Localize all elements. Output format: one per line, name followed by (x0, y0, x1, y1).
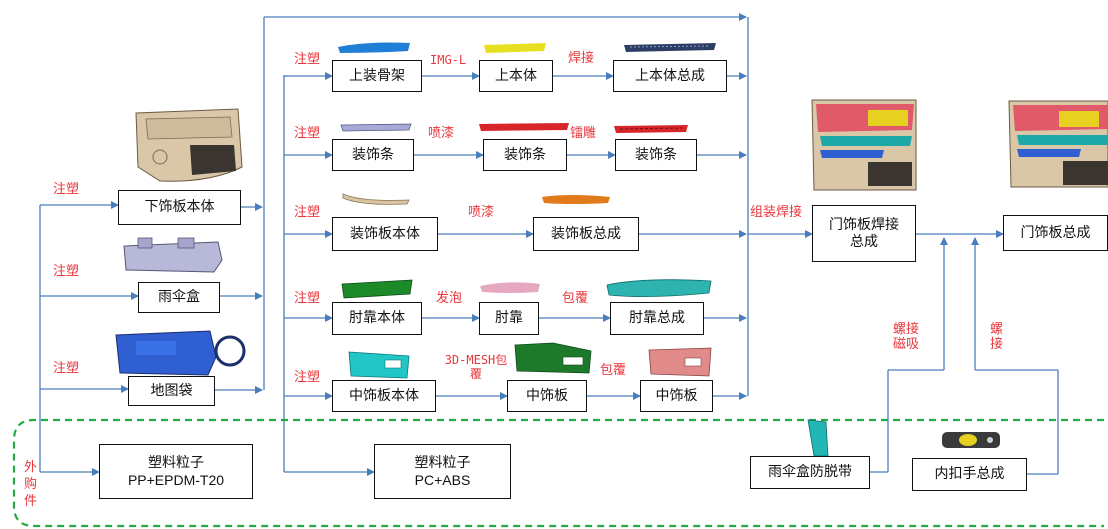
door-panel-weld-assembly-line1: 门饰板焊接 (829, 217, 899, 234)
upper-frame-box: 上装骨架 (332, 60, 422, 92)
label-outsourced: 外 购 件 (24, 460, 37, 511)
trim-panel-assembly-part-image (542, 195, 610, 204)
label-injection-umbrella: 注塑 (53, 264, 80, 279)
label-injection-armrest: 注塑 (294, 291, 321, 306)
armrest-body-box: 肘靠本体 (332, 302, 422, 335)
label-foaming: 发泡 (436, 291, 463, 306)
label-screw-magnet-line1: 螺接 (893, 322, 920, 337)
outsourced-region-border (12, 418, 1104, 528)
label-injection-upper: 注塑 (294, 52, 321, 67)
label-injection-strip: 注塑 (294, 126, 321, 141)
label-injection-middle: 注塑 (294, 370, 321, 385)
trim-strip-box: 装饰条 (332, 139, 414, 171)
middle-panel-covered-part-image (648, 347, 712, 377)
trim-strip-painted-box: 装饰条 (483, 139, 567, 171)
map-pocket-part-image (115, 330, 246, 376)
door-panel-assembly-part-image (1008, 100, 1108, 188)
label-outsourced-line1: 外 (24, 460, 38, 475)
label-outsourced-line3: 件 (24, 493, 38, 509)
handle-assembly-part-image (942, 432, 1000, 448)
armrest-body-part-image (341, 279, 413, 299)
plastic-pellet-pc-line1: 塑料粒子 (414, 455, 471, 472)
umbrella-box-part-image (123, 237, 223, 273)
label-3d-mesh-line1: 3D-MESH包 (444, 353, 508, 367)
trim-strip-painted-part-image (479, 123, 569, 131)
label-screw-line1: 螺 (990, 322, 1004, 337)
trim-strip-engraved-box: 装饰条 (615, 139, 697, 171)
plastic-pellet-pp-line2: PP+EPDM-T20 (127, 471, 225, 488)
label-laser-engrave: 镭雕 (570, 126, 597, 141)
label-injection-lower: 注塑 (53, 182, 80, 197)
middle-panel-box: 中饰板 (507, 380, 587, 412)
trim-strip-engraved-part-image (614, 125, 688, 133)
label-outsourced-line2: 购 (24, 476, 38, 492)
door-panel-welded-part-image (811, 99, 917, 191)
label-3d-mesh-line2: 覆 (469, 366, 482, 381)
umbrella-strap-box: 雨伞盒防脱带 (750, 456, 870, 489)
label-screw: 螺 接 (990, 322, 1004, 353)
label-3d-mesh-cover: 3D-MESH包 覆 (439, 353, 513, 382)
door-panel-weld-assembly-box: 门饰板焊接 总成 (812, 205, 916, 262)
trim-panel-body-box: 装饰板本体 (332, 217, 438, 251)
door-panel-assembly-box: 门饰板总成 (1003, 215, 1108, 251)
plastic-pellet-pp-line1: 塑料粒子 (148, 455, 204, 472)
label-assembly-weld: 组装焊接 (750, 205, 803, 220)
upper-assembly-box: 上本体总成 (613, 60, 727, 92)
label-cover-middle: 包覆 (600, 363, 627, 378)
plastic-pellet-pc-abs-box: 塑料粒子 PC+ABS (374, 444, 511, 499)
middle-panel-body-box: 中饰板本体 (332, 380, 436, 412)
middle-panel-part-image (514, 342, 592, 374)
label-spray-strip: 喷漆 (428, 126, 455, 141)
map-pocket-box: 地图袋 (128, 376, 215, 406)
plastic-pellet-pp-epdm-box: 塑料粒子 PP+EPDM-T20 (99, 444, 253, 499)
label-img-l: IMG-L (430, 53, 467, 67)
trim-strip-part-image (340, 123, 412, 132)
upper-assembly-part-image (624, 43, 716, 52)
plastic-pellet-pc-line2: PC+ABS (414, 471, 471, 488)
label-injection-map: 注塑 (53, 361, 80, 376)
upper-frame-part-image (338, 42, 410, 53)
trim-panel-body-part-image (342, 193, 410, 205)
handle-assembly-box: 内扣手总成 (912, 458, 1027, 491)
middle-panel-covered-box: 中饰板 (640, 380, 713, 412)
door-panel-weld-assembly-line2: 总成 (850, 233, 878, 250)
label-weld-upper: 焊接 (568, 51, 595, 66)
armrest-part-image (480, 282, 540, 293)
umbrella-strap-part-image (807, 419, 829, 457)
label-screw-magnet-line2: 磁吸 (893, 336, 920, 352)
lower-panel-part-image (135, 108, 243, 182)
armrest-assembly-box: 肘靠总成 (610, 302, 704, 335)
upper-body-box: 上本体 (479, 60, 553, 92)
trim-panel-assembly-box: 装饰板总成 (533, 217, 639, 251)
upper-body-part-image (484, 43, 546, 53)
middle-panel-body-part-image (348, 351, 410, 379)
armrest-box: 肘靠 (479, 302, 539, 335)
label-cover-armrest: 包覆 (562, 291, 589, 306)
label-injection-trim: 注塑 (294, 205, 321, 220)
umbrella-box-box: 雨伞盒 (138, 282, 220, 313)
label-screw-magnet: 螺接 磁吸 (893, 322, 920, 353)
lower-panel-body-box: 下饰板本体 (118, 190, 241, 225)
label-spray-trim: 喷漆 (468, 205, 495, 220)
label-screw-line2: 接 (990, 336, 1004, 352)
armrest-assembly-part-image (606, 279, 712, 297)
